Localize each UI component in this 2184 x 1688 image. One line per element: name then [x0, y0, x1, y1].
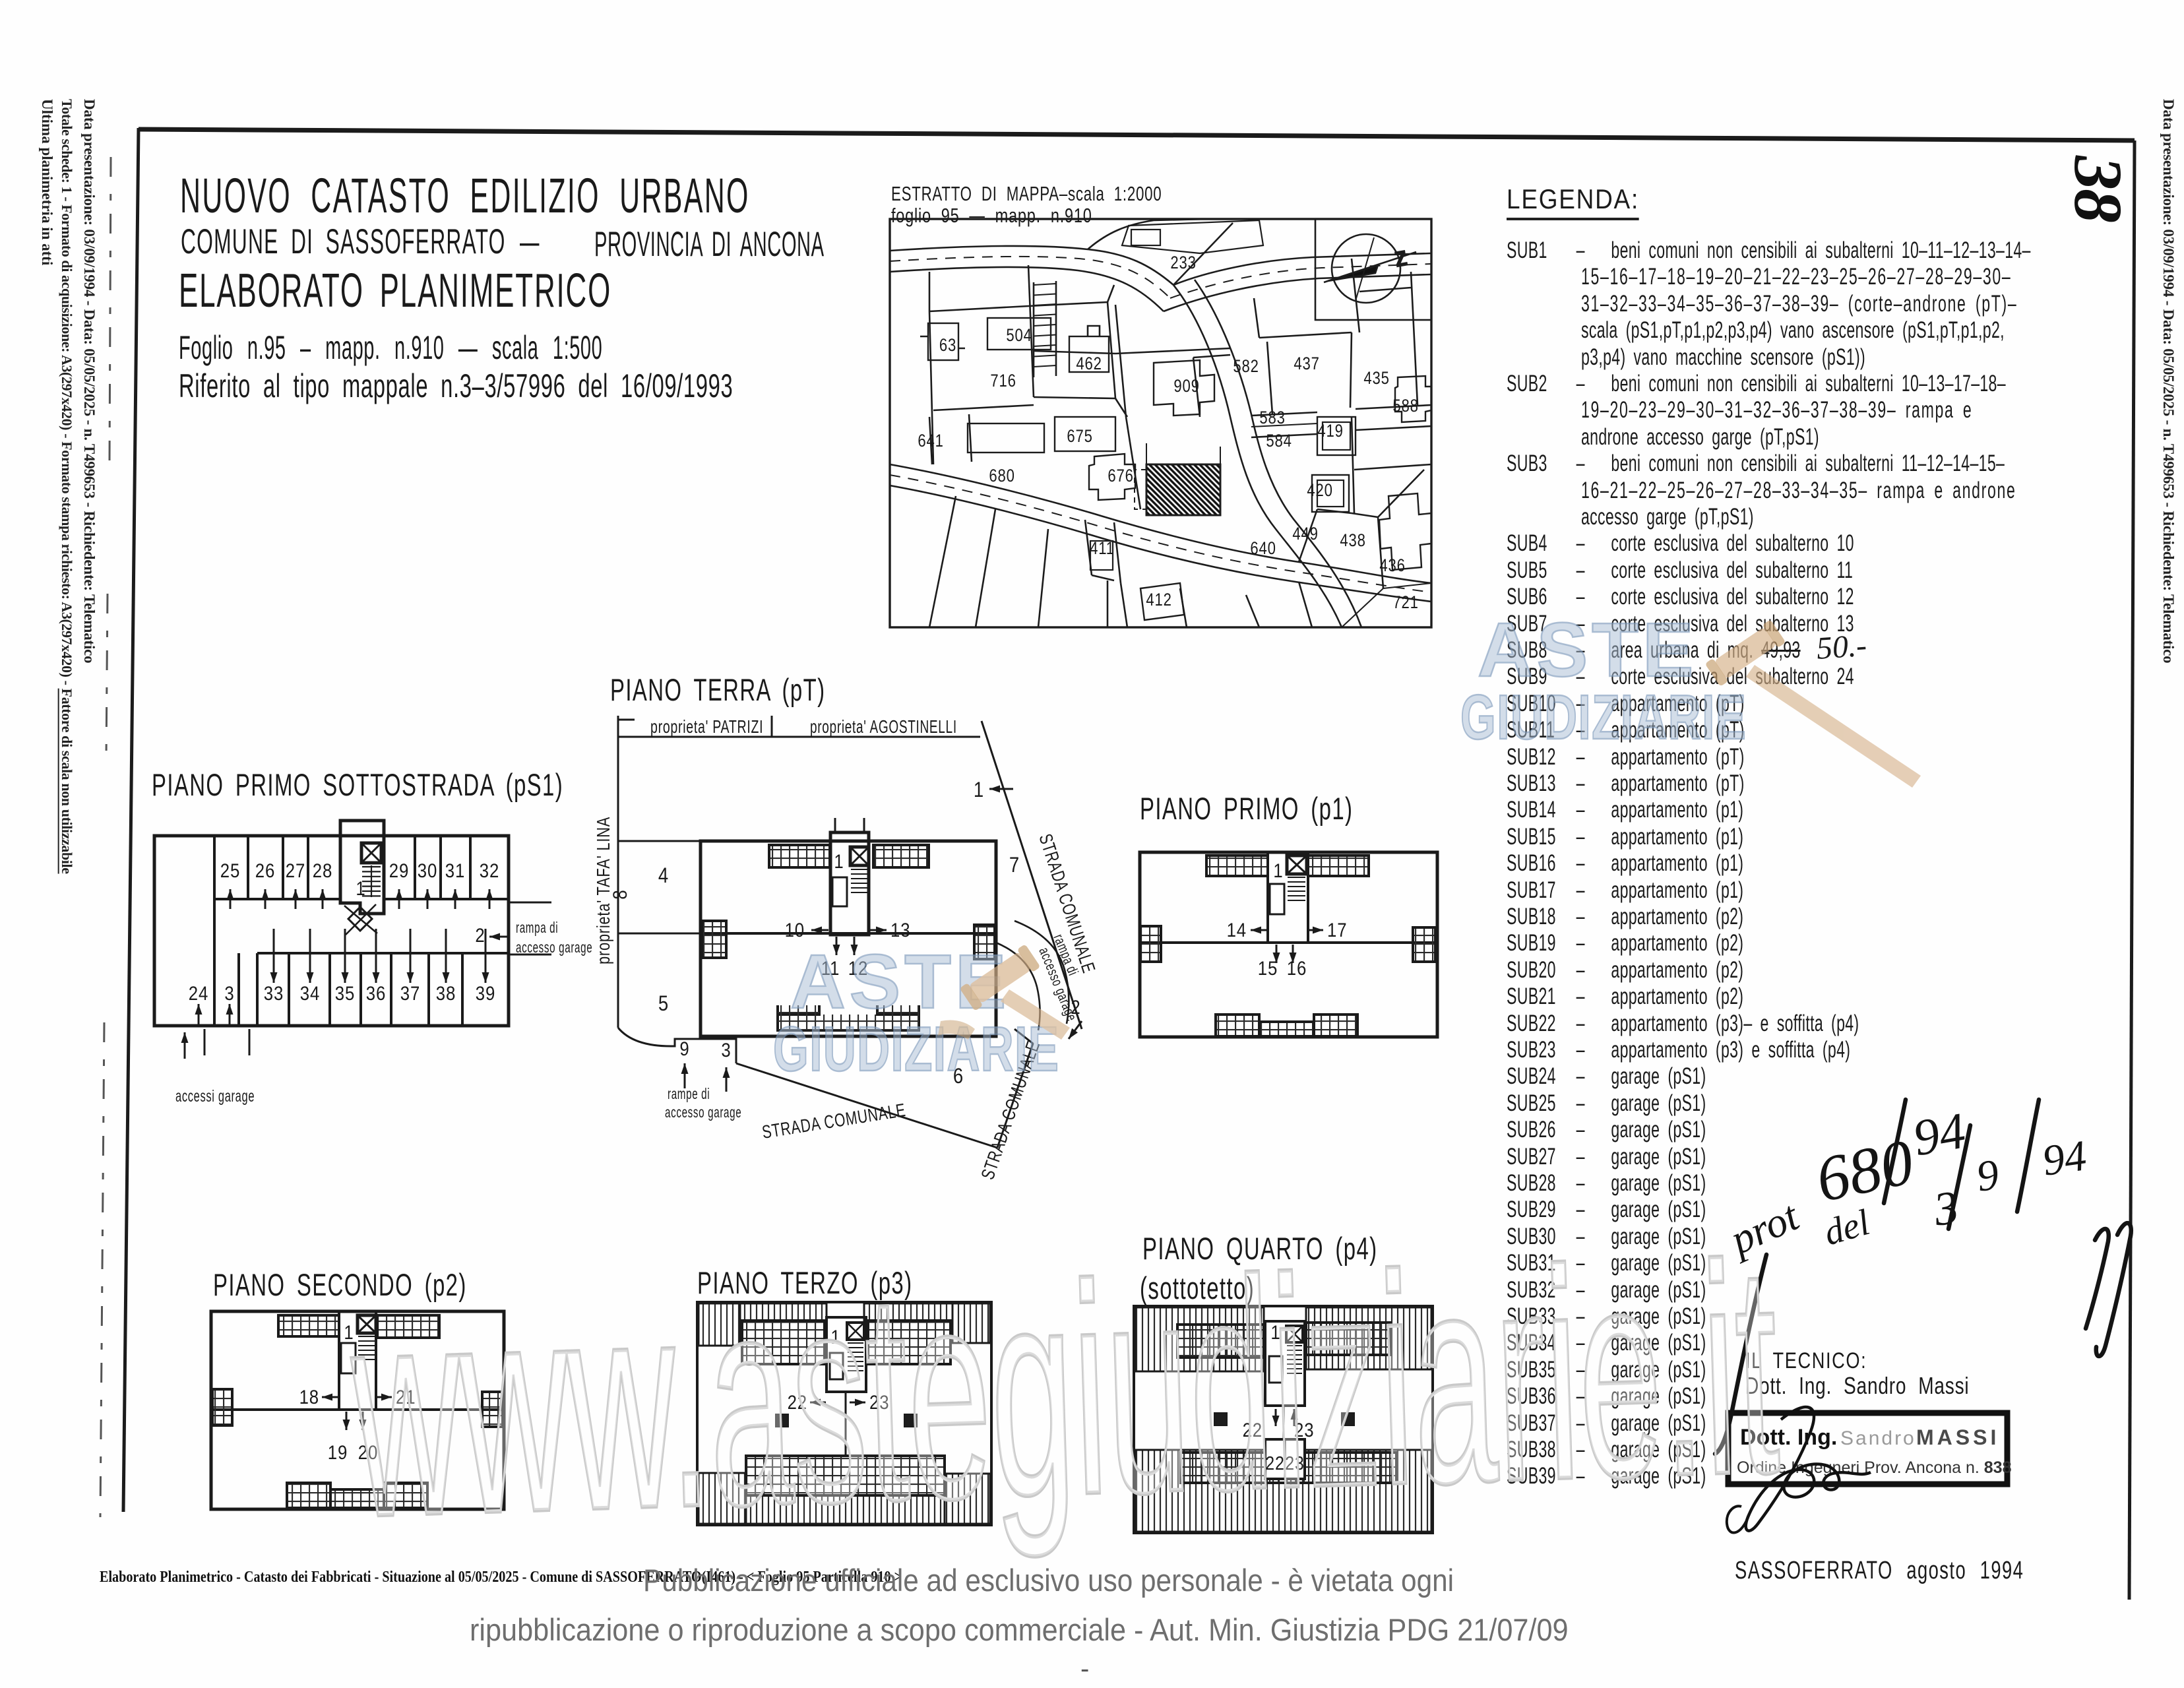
svg-text:680: 680: [989, 466, 1014, 486]
svg-text:436: 436: [1379, 556, 1405, 576]
svg-text:640: 640: [1250, 539, 1276, 559]
svg-text:28: 28: [313, 860, 332, 881]
svg-text:16: 16: [1287, 957, 1307, 979]
svg-text:9: 9: [1974, 1150, 2002, 1201]
svg-text:420: 420: [1307, 481, 1332, 501]
svg-text:STRADA COMUNALE: STRADA COMUNALE: [761, 1100, 907, 1143]
svg-text:676: 676: [1108, 466, 1133, 486]
svg-text:1: 1: [830, 1326, 840, 1348]
svg-text:Sandro: Sandro: [1840, 1427, 1916, 1449]
svg-text:accesso garage: accesso garage: [665, 1104, 741, 1121]
svg-text:233: 233: [1170, 253, 1196, 273]
svg-text:680: 680: [1810, 1126, 1919, 1216]
svg-text:38: 38: [2060, 155, 2136, 222]
svg-text:63: 63: [939, 336, 956, 356]
svg-text:29: 29: [389, 860, 409, 881]
svg-text:435: 435: [1363, 369, 1389, 389]
svg-text:20: 20: [358, 1441, 378, 1463]
svg-text:Ordine Ingegneri Prov. Ancona: Ordine Ingegneri Prov. Ancona n. 838: [1737, 1458, 2012, 1477]
svg-text:34: 34: [300, 982, 320, 1004]
svg-text:721: 721: [1392, 593, 1418, 613]
svg-text:accesso garage: accesso garage: [516, 939, 592, 956]
svg-text:583: 583: [1259, 408, 1285, 428]
svg-text:584: 584: [1266, 431, 1292, 451]
svg-text:419: 419: [1317, 422, 1343, 441]
svg-text:8: 8: [609, 889, 631, 899]
svg-text:23: 23: [1294, 1419, 1314, 1441]
svg-text:proprieta' TAFA' LINA: proprieta' TAFA' LINA: [593, 817, 613, 964]
svg-text:22: 22: [1265, 1453, 1284, 1474]
svg-text:rampe di: rampe di: [668, 1086, 710, 1103]
svg-text:641: 641: [918, 431, 943, 451]
svg-text:25: 25: [220, 860, 240, 881]
svg-text:6: 6: [953, 1065, 964, 1088]
svg-text:1: 1: [974, 778, 984, 801]
svg-text:23: 23: [1285, 1453, 1304, 1474]
svg-text:1: 1: [356, 877, 365, 899]
svg-text:23: 23: [869, 1391, 889, 1413]
svg-text:27: 27: [286, 860, 305, 881]
svg-text:33: 33: [264, 982, 284, 1004]
svg-text:9: 9: [679, 1038, 689, 1059]
svg-text:5: 5: [658, 992, 669, 1015]
svg-text:1: 1: [834, 850, 844, 872]
svg-text:MASSI: MASSI: [1916, 1425, 1999, 1449]
svg-text:7: 7: [1009, 854, 1020, 877]
svg-text:26: 26: [255, 860, 275, 881]
svg-text:2: 2: [1071, 996, 1080, 1018]
svg-text:94: 94: [2040, 1131, 2090, 1185]
svg-text:1: 1: [344, 1321, 354, 1343]
svg-text:30: 30: [418, 860, 437, 881]
svg-text:504: 504: [1006, 326, 1032, 346]
svg-text:675: 675: [1067, 427, 1092, 447]
svg-text:24: 24: [189, 982, 208, 1004]
svg-text:449: 449: [1292, 524, 1318, 544]
svg-text:94: 94: [1909, 1102, 1970, 1167]
svg-text:716: 716: [990, 371, 1016, 391]
svg-text:22: 22: [1243, 1419, 1263, 1441]
svg-text:15: 15: [1258, 957, 1278, 979]
svg-text:z: z: [1392, 242, 1409, 273]
svg-text:1: 1: [1270, 1321, 1280, 1343]
svg-text:STRADA COMUNALE: STRADA COMUNALE: [978, 1038, 1045, 1182]
svg-text:1: 1: [1273, 860, 1283, 881]
svg-text:proprieta' AGOSTINELLI: proprieta' AGOSTINELLI: [810, 716, 957, 737]
svg-text:21: 21: [396, 1386, 416, 1408]
svg-text:438: 438: [1340, 531, 1365, 551]
svg-text:582: 582: [1233, 357, 1259, 377]
svg-text:37: 37: [400, 982, 420, 1004]
svg-text:909: 909: [1173, 377, 1199, 396]
svg-text:411: 411: [1090, 539, 1115, 559]
svg-text:11: 11: [821, 957, 840, 979]
svg-text:588: 588: [1392, 396, 1418, 416]
svg-text:proprieta' PATRIZI: proprieta' PATRIZI: [650, 717, 763, 737]
svg-text:462: 462: [1076, 354, 1102, 374]
svg-text:18: 18: [299, 1386, 319, 1408]
svg-text:437: 437: [1294, 354, 1319, 374]
svg-text:4: 4: [658, 864, 669, 887]
svg-text:39: 39: [476, 982, 495, 1004]
svg-text:14: 14: [1227, 919, 1247, 941]
svg-text:19: 19: [328, 1441, 348, 1463]
svg-text:accessi garage: accessi garage: [175, 1088, 255, 1106]
svg-text:2: 2: [475, 924, 485, 946]
svg-text:3: 3: [224, 982, 234, 1004]
svg-text:412: 412: [1146, 590, 1171, 610]
svg-text:31: 31: [445, 860, 465, 881]
svg-text:10: 10: [785, 919, 805, 941]
svg-text:35: 35: [335, 982, 355, 1004]
svg-text:32: 32: [480, 860, 499, 881]
svg-text:17: 17: [1327, 919, 1347, 941]
svg-text:3: 3: [721, 1039, 731, 1061]
svg-text:Dott. Ing.: Dott. Ing.: [1740, 1425, 1837, 1450]
svg-text:12: 12: [848, 957, 868, 979]
svg-text:38: 38: [436, 982, 456, 1004]
svg-text:rampa di: rampa di: [516, 920, 558, 937]
svg-text:36: 36: [366, 982, 386, 1004]
svg-text:22: 22: [788, 1391, 807, 1413]
svg-text:13: 13: [890, 919, 910, 941]
svg-text:prot: prot: [1721, 1192, 1807, 1265]
